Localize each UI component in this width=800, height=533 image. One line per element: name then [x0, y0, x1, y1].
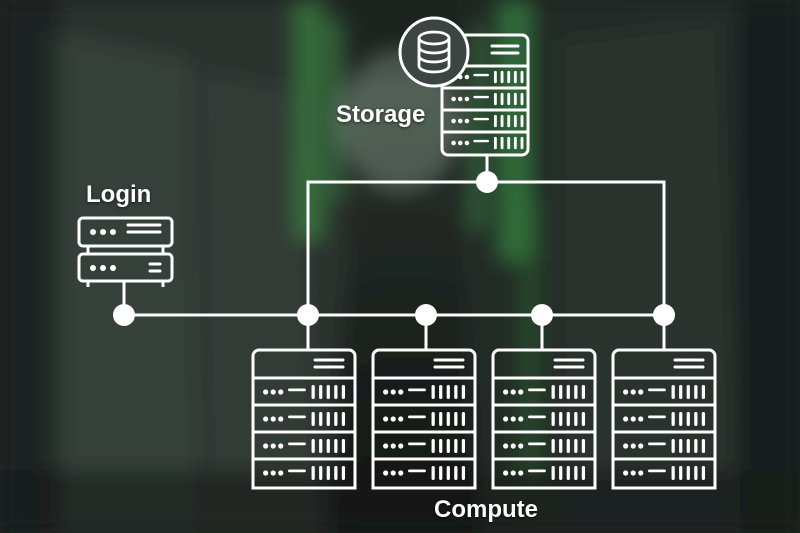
database-icon	[398, 16, 470, 88]
junction-2	[415, 304, 437, 326]
storage-label: Storage	[336, 101, 426, 128]
login-server	[77, 216, 174, 287]
compute-server-4	[613, 350, 715, 488]
login-label: Login	[86, 181, 152, 208]
compute-label: Compute	[434, 496, 538, 523]
junction-3	[531, 304, 553, 326]
storage-bus	[306, 180, 666, 315]
junction-nodes	[113, 171, 675, 326]
junction-4	[653, 304, 675, 326]
compute-server-3	[493, 350, 595, 488]
login-junction	[113, 304, 135, 326]
storage-junction	[476, 171, 498, 193]
compute-server-1	[251, 348, 357, 490]
compute-server-2	[373, 350, 475, 488]
junction-1	[297, 304, 319, 326]
connection-lines	[122, 155, 666, 350]
